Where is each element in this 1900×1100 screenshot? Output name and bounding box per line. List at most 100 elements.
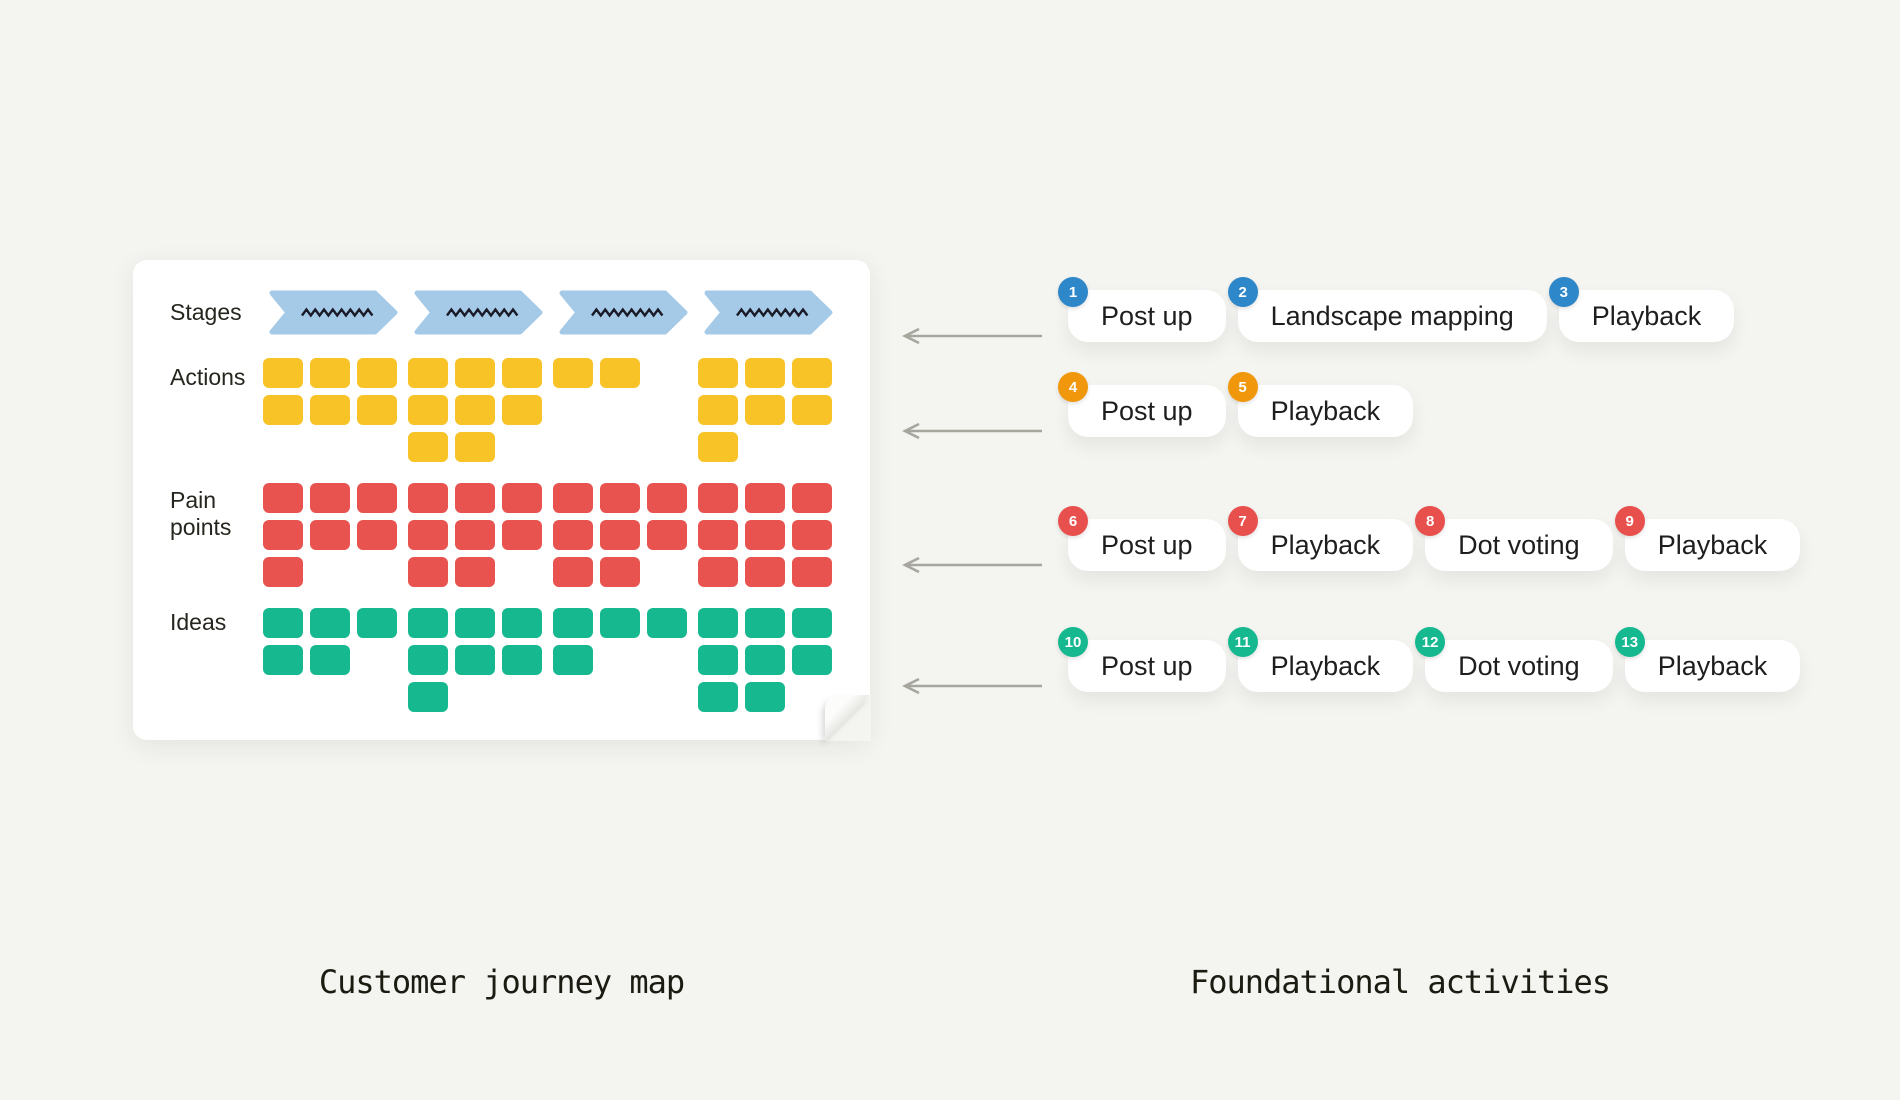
sticky-note: [455, 557, 495, 587]
sticky-note: [502, 483, 542, 513]
activity-number-badge: 8: [1415, 506, 1446, 536]
sticky-note: [263, 358, 303, 388]
sticky-note: [455, 483, 495, 513]
sticky-note: [357, 395, 397, 425]
activity-chip-label: Playback: [1657, 651, 1768, 681]
sticky-note: [408, 557, 448, 587]
left-arrow-icon: [902, 422, 1042, 440]
sticky-note: [263, 520, 303, 550]
sticky-note: [745, 608, 785, 638]
activity-number-badge: 12: [1415, 627, 1446, 657]
activity-chip-label: Landscape mapping: [1270, 301, 1514, 331]
stages-row-label: Stages: [170, 299, 242, 325]
journey-map-caption: Customer journey map: [318, 963, 685, 1001]
activity-number-badge: 2: [1227, 277, 1258, 307]
sticky-note: [408, 395, 448, 425]
sticky-note: [553, 608, 593, 638]
left-arrow-icon: [902, 556, 1042, 574]
sticky-note: [792, 358, 832, 388]
sticky-note: [600, 483, 640, 513]
activity-chip-label: Dot voting: [1458, 651, 1580, 681]
sticky-note: [745, 358, 785, 388]
activity-number-badge: 5: [1227, 372, 1258, 402]
left-arrow-icon: [902, 327, 1042, 345]
left-arrow-icon: [902, 677, 1042, 695]
sticky-note: [408, 432, 448, 462]
sticky-note: [745, 483, 785, 513]
sticky-note: [647, 483, 687, 513]
sticky-note: [745, 520, 785, 550]
sticky-note: [698, 557, 738, 587]
sticky-note: [553, 645, 593, 675]
activity-number-badge: 10: [1058, 627, 1088, 657]
sticky-note: [745, 557, 785, 587]
sticky-note: [263, 557, 303, 587]
sticky-note: [408, 520, 448, 550]
pain-points-label-line1: Pain: [170, 487, 217, 513]
sticky-note: [698, 432, 738, 462]
sticky-note: [357, 520, 397, 550]
sticky-note: [600, 520, 640, 550]
sticky-note: [502, 395, 542, 425]
sticky-note: [698, 395, 738, 425]
activity-number-badge: 9: [1614, 506, 1645, 536]
activity-number-badge: 13: [1614, 627, 1645, 657]
sticky-note: [698, 682, 738, 712]
stage-arrow: [559, 290, 688, 335]
sticky-note: [698, 645, 738, 675]
sticky-note: [455, 432, 495, 462]
activity-chip-label: Playback: [1591, 301, 1702, 331]
sticky-note: [792, 483, 832, 513]
sticky-note: [310, 608, 350, 638]
sticky-note: [745, 682, 785, 712]
activity-number-badge: 11: [1227, 627, 1258, 657]
sticky-note: [263, 608, 303, 638]
sticky-note: [502, 608, 542, 638]
sticky-note: [553, 483, 593, 513]
sticky-note: [502, 358, 542, 388]
stage-arrow: [704, 290, 833, 335]
sticky-note: [698, 483, 738, 513]
sticky-note: [310, 395, 350, 425]
sticky-note: [698, 358, 738, 388]
activity-number-badge: 7: [1227, 506, 1258, 536]
sticky-note: [600, 608, 640, 638]
sticky-note: [408, 682, 448, 712]
sticky-note: [263, 645, 303, 675]
journey-map-card: Stages Actions Pain points Ideas: [133, 260, 871, 741]
sticky-note: [310, 520, 350, 550]
sticky-note: [553, 520, 593, 550]
sticky-note: [455, 520, 495, 550]
sticky-note: [647, 520, 687, 550]
sticky-note: [408, 608, 448, 638]
activity-number-badge: 6: [1058, 506, 1088, 536]
sticky-note: [455, 608, 495, 638]
sticky-note: [647, 608, 687, 638]
activity-chip-label: Playback: [1270, 396, 1381, 426]
actions-row-label: Actions: [170, 364, 246, 390]
activity-chip-label: Playback: [1657, 530, 1768, 560]
sticky-note: [455, 395, 495, 425]
activity-chip-label: Post up: [1101, 651, 1193, 681]
sticky-note: [792, 520, 832, 550]
sticky-note: [310, 358, 350, 388]
sticky-note: [263, 483, 303, 513]
sticky-note: [745, 645, 785, 675]
activity-number-badge: 4: [1058, 372, 1088, 402]
sticky-note: [502, 520, 542, 550]
activity-chip-label: Playback: [1270, 651, 1381, 681]
sticky-note: [792, 645, 832, 675]
activity-chip-label: Post up: [1101, 396, 1193, 426]
